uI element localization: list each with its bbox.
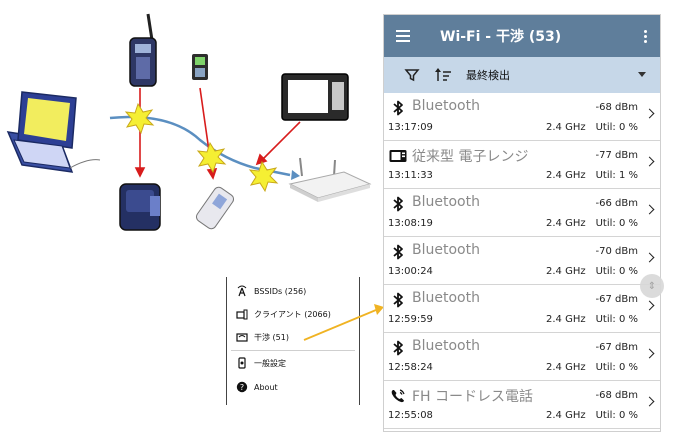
device-signal-strength: -67 dBm bbox=[595, 294, 638, 305]
chevron-right-icon bbox=[644, 396, 655, 407]
device-name: Bluetooth bbox=[412, 98, 480, 114]
bluetooth-icon bbox=[389, 195, 407, 213]
chevron-right-icon bbox=[644, 348, 655, 359]
wifi-interference-screen: Wi-Fi - 干渉 (53) 最終検出 Bluetooth -68 dBm 13:… bbox=[383, 14, 661, 432]
flip-phone-illustration bbox=[195, 186, 235, 230]
cordless-dock-illustration bbox=[119, 183, 161, 231]
device-last-seen-time: 12:59:59 bbox=[388, 314, 433, 325]
device-name: Bluetooth bbox=[412, 338, 480, 354]
interference-illustration bbox=[6, 13, 372, 231]
interference-icon bbox=[233, 331, 251, 343]
app-bar: Wi-Fi - 干渉 (53) bbox=[384, 15, 660, 57]
device-utilization: Util: 0 % bbox=[595, 266, 638, 277]
device-name: Bluetooth bbox=[412, 194, 480, 210]
device-utilization: Util: 0 % bbox=[595, 314, 638, 325]
device-signal-strength: -70 dBm bbox=[595, 246, 638, 257]
interference-device-row[interactable]: Bluetooth -68 dBm 13:17:09 2.4 GHz Util: 0 % bbox=[384, 93, 660, 141]
nav-item-about[interactable]: ? About bbox=[227, 376, 355, 398]
device-name: Bluetooth bbox=[412, 290, 480, 306]
device-band: 2.4 GHz bbox=[546, 314, 586, 325]
device-band: 2.4 GHz bbox=[546, 410, 586, 421]
device-last-seen-time: 12:58:24 bbox=[388, 362, 433, 373]
device-band: 2.4 GHz bbox=[546, 218, 586, 229]
device-last-seen-time: 13:08:19 bbox=[388, 218, 433, 229]
filter-icon[interactable] bbox=[404, 67, 420, 83]
cell-phone-illustration bbox=[129, 13, 157, 87]
sort-icon[interactable] bbox=[434, 67, 452, 83]
interference-device-row[interactable]: Bluetooth -70 dBm 13:00:24 2.4 GHz Util: 0 % bbox=[384, 237, 660, 285]
device-signal-strength: -67 dBm bbox=[595, 342, 638, 353]
device-band: 2.4 GHz bbox=[546, 266, 586, 277]
microwave-illustration bbox=[281, 73, 349, 121]
navigation-menu: BSSIDs (256) クライアント (2066) 干渉 (51) 一般設定 … bbox=[226, 277, 360, 405]
nav-item-label: 一般設定 bbox=[254, 358, 286, 368]
interference-device-row[interactable]: Bluetooth -66 dBm 13:08:19 2.4 GHz Util: 0 % bbox=[384, 189, 660, 237]
access-point-icon bbox=[233, 285, 251, 297]
nav-item-label: About bbox=[254, 382, 278, 392]
cordless-phone-icon bbox=[389, 387, 407, 405]
filter-sort-bar: 最終検出 bbox=[384, 57, 660, 93]
interference-bursts bbox=[124, 102, 279, 193]
nav-item-label: クライアント (2066) bbox=[254, 309, 331, 319]
interference-device-row[interactable]: FH コードレス電話 -68 dBm 12:55:08 2.4 GHz Util: 0 … bbox=[384, 381, 660, 429]
settings-phone-icon bbox=[233, 357, 251, 369]
device-name: Bluetooth bbox=[412, 242, 480, 258]
nav-item-label: 干渉 (51) bbox=[254, 332, 289, 342]
client-device-icon bbox=[233, 308, 251, 320]
chevron-right-icon bbox=[644, 204, 655, 215]
chevron-right-icon bbox=[644, 300, 655, 311]
laptop-illustration bbox=[6, 91, 101, 173]
device-band: 2.4 GHz bbox=[546, 170, 586, 181]
chevron-right-icon bbox=[644, 156, 655, 167]
sort-selection-label[interactable]: 最終検出 bbox=[466, 69, 510, 82]
device-last-seen-time: 13:00:24 bbox=[388, 266, 433, 277]
interference-device-row[interactable]: 従来型 電子レンジ -77 dBm 13:11:33 2.4 GHz Util: 1 % bbox=[384, 141, 660, 189]
bluetooth-icon bbox=[389, 291, 407, 309]
chevron-right-icon bbox=[644, 108, 655, 119]
nav-item-general-settings[interactable]: 一般設定 bbox=[227, 352, 355, 374]
device-band: 2.4 GHz bbox=[546, 362, 586, 373]
interference-device-row[interactable]: Bluetooth -67 dBm 12:59:59 2.4 GHz Util: 0 % bbox=[384, 285, 660, 333]
chevron-down-icon[interactable] bbox=[638, 72, 646, 77]
device-signal-strength: -68 dBm bbox=[595, 390, 638, 401]
device-name: FH コードレス電話 bbox=[412, 389, 534, 405]
device-signal-strength: -66 dBm bbox=[595, 198, 638, 209]
nav-divider bbox=[231, 350, 355, 351]
bluetooth-icon bbox=[389, 243, 407, 261]
device-last-seen-time: 13:11:33 bbox=[388, 170, 433, 181]
bluetooth-icon bbox=[389, 339, 407, 357]
nav-item-bssids[interactable]: BSSIDs (256) bbox=[227, 280, 355, 302]
nav-item-label: BSSIDs (256) bbox=[254, 286, 307, 296]
device-utilization: Util: 0 % bbox=[595, 122, 638, 133]
device-last-seen-time: 12:55:08 bbox=[388, 410, 433, 421]
device-utilization: Util: 1 % bbox=[595, 170, 638, 181]
app-title: Wi-Fi - 干渉 (53) bbox=[440, 29, 562, 45]
device-name: 従来型 電子レンジ bbox=[412, 149, 529, 165]
help-circle-icon: ? bbox=[233, 381, 251, 393]
nav-item-interference[interactable]: 干渉 (51) bbox=[227, 326, 355, 348]
device-last-seen-time: 13:17:09 bbox=[388, 122, 433, 133]
device-signal-strength: -77 dBm bbox=[595, 150, 638, 161]
chevron-right-icon bbox=[644, 252, 655, 263]
signal-arrowhead bbox=[291, 170, 300, 180]
device-utilization: Util: 0 % bbox=[595, 362, 638, 373]
interference-arrows bbox=[134, 87, 301, 180]
more-vert-icon[interactable] bbox=[642, 26, 648, 46]
scroll-handle[interactable]: ⇕ bbox=[640, 274, 664, 298]
router-illustration bbox=[288, 157, 372, 202]
interference-device-row[interactable]: Bluetooth -67 dBm 12:58:24 2.4 GHz Util: 0 % bbox=[384, 333, 660, 381]
device-utilization: Util: 0 % bbox=[595, 410, 638, 421]
hamburger-icon[interactable] bbox=[396, 25, 418, 47]
bluetooth-icon bbox=[389, 99, 407, 117]
device-utilization: Util: 0 % bbox=[595, 218, 638, 229]
nav-item-clients[interactable]: クライアント (2066) bbox=[227, 303, 355, 325]
svg-text:?: ? bbox=[240, 383, 244, 392]
microwave-icon bbox=[389, 147, 407, 165]
device-band: 2.4 GHz bbox=[546, 122, 586, 133]
pager-illustration bbox=[192, 54, 208, 80]
pointer-arrow bbox=[303, 304, 384, 341]
device-signal-strength: -68 dBm bbox=[595, 102, 638, 113]
